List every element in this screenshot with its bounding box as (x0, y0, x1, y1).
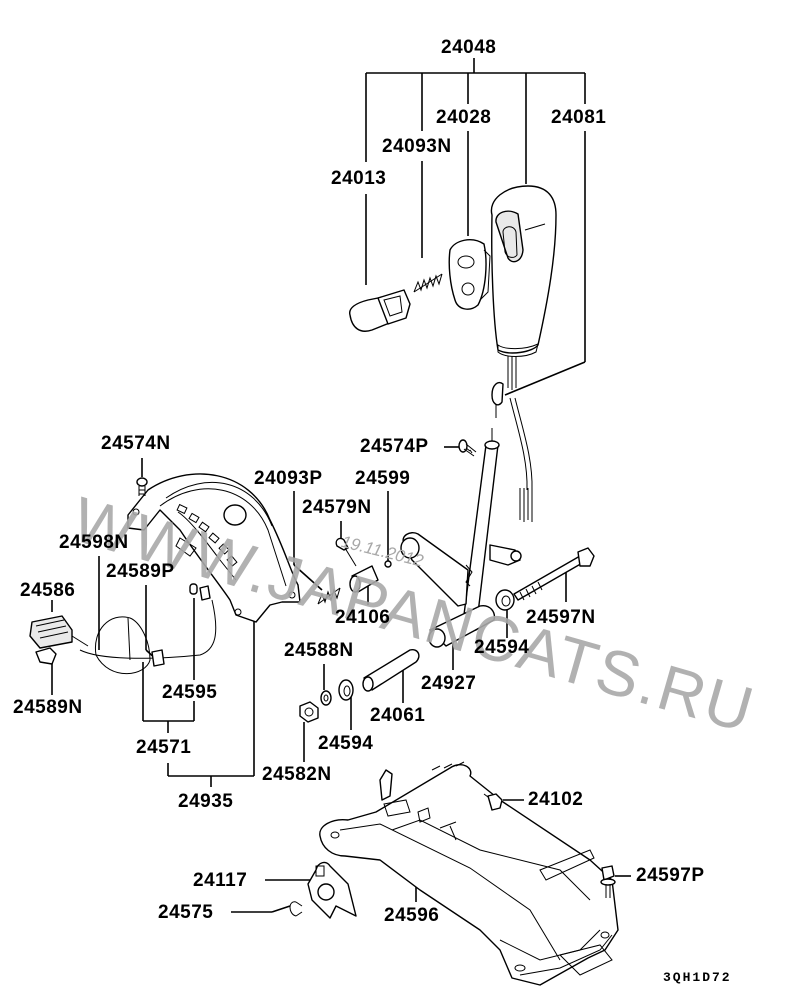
callout-24574P: 24574P (360, 436, 429, 457)
callout-24935: 24935 (178, 791, 234, 812)
base-bracket-24596 (319, 761, 619, 986)
e-clip-24575 (289, 901, 303, 917)
knob-wire-harness (491, 381, 533, 522)
bushing-24106 (349, 565, 379, 593)
callout-24013: 24013 (331, 168, 387, 189)
callout-24589N: 24589N (13, 697, 83, 718)
stopper-24102 (483, 793, 503, 811)
callout-24597P: 24597P (636, 865, 705, 886)
callout-24595: 24595 (162, 682, 218, 703)
callout-24582N: 24582N (262, 764, 332, 785)
lock-plate-24117 (307, 861, 357, 919)
callout-24597N: 24597N (526, 607, 596, 628)
bolt-24597N (513, 547, 595, 601)
collar-24594-right (495, 589, 515, 611)
callout-24028: 24028 (436, 107, 492, 128)
callout-24093N: 24093N (382, 136, 452, 157)
spring-24093N (413, 273, 443, 293)
callout-24586: 24586 (20, 580, 76, 601)
button-cover-24028 (448, 239, 491, 310)
bolt-24597P (600, 865, 616, 898)
screw-24574P (458, 439, 477, 457)
harness-24571 (79, 585, 217, 675)
callout-24061: 24061 (370, 705, 426, 726)
callout-24594-right: 24594 (474, 637, 530, 658)
callout-24093P: 24093P (254, 468, 323, 489)
nut-24582N (299, 701, 319, 723)
callout-24589P: 24589P (106, 561, 175, 582)
washer-24588N (320, 690, 332, 706)
shift-knob-24081 (490, 185, 557, 390)
pin-24061 (362, 648, 420, 692)
leader-lines (51, 58, 631, 913)
clip-24589N (35, 647, 57, 665)
callout-24081: 24081 (551, 107, 607, 128)
spring-24093P (317, 587, 341, 605)
callout-24574N: 24574N (101, 433, 171, 454)
shift-lever (400, 428, 522, 648)
callout-24599: 24599 (355, 468, 411, 489)
callout-24571: 24571 (136, 737, 192, 758)
ball-24599 (384, 560, 392, 568)
callout-24579N: 24579N (302, 497, 372, 518)
callout-24575: 24575 (158, 902, 214, 923)
callout-24106: 24106 (335, 607, 391, 628)
callout-24588N: 24588N (284, 640, 354, 661)
drawing-code: 3QH1D72 (663, 970, 732, 985)
washer-24594-lower (338, 679, 354, 701)
callout-24048: 24048 (441, 37, 497, 58)
connector-24586 (29, 615, 89, 649)
callout-24117: 24117 (193, 870, 248, 891)
button-24013 (349, 289, 411, 332)
bulb-24595 (189, 583, 198, 595)
indicator-panel-24935 (127, 473, 301, 623)
callout-24596: 24596 (384, 905, 440, 926)
callout-24102: 24102 (528, 789, 584, 810)
callout-24594-lower: 24594 (318, 733, 374, 754)
callout-24927: 24927 (421, 673, 477, 694)
pin-24579N (335, 537, 357, 567)
callout-24598N: 24598N (59, 532, 129, 553)
screw-24574N (136, 477, 148, 496)
